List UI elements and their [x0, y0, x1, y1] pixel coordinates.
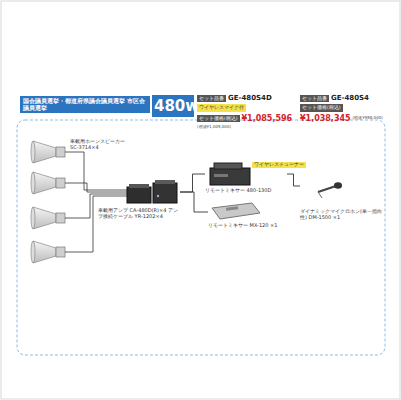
- node-text: 車載用アンプ CA-480D(R)×4 アンプ接続ケーブル YR-1202×4: [98, 207, 180, 219]
- node-text: リモートミキサー MX-120 ×1: [208, 222, 284, 228]
- text-row: リモートミキサー 480-130D: [205, 187, 287, 193]
- amplifier-box: 車載用アンプ CA-480D(R)×4 アンプ接続ケーブル YR-1202×4: [98, 180, 180, 219]
- controller-body: [212, 203, 260, 219]
- controller-knobs: [226, 206, 238, 210]
- device-tag: ワイヤレスチューナー: [252, 162, 306, 168]
- horn-speaker: [31, 241, 65, 263]
- wattage-box: 480w: [152, 95, 194, 117]
- text-row: セット品番GE-480S4D ワイヤレスマイク付: [197, 94, 297, 112]
- node-text: リモートミキサー 480-130D: [205, 187, 287, 193]
- remote-controller-unit: [212, 203, 260, 219]
- remote-box: リモートミキサー MX-120 ×1: [208, 200, 284, 228]
- speaker-label: 車載用ホーンスピーカー SC-3714×4: [70, 138, 132, 150]
- node-text: ダイナミックマイクロホン(単一指向性) DM-1500 ×1: [300, 208, 382, 220]
- amplifier-top: [129, 184, 149, 188]
- amplifier-top: [155, 180, 175, 184]
- system-frame: [17, 120, 385, 355]
- node-text: GE-480S4D: [228, 94, 272, 102]
- speaker-wire: [65, 183, 127, 192]
- horn-speaker: [31, 207, 65, 229]
- speaker-wires: [65, 152, 127, 252]
- amplifier-units: [127, 180, 177, 203]
- horn-speaker: [31, 172, 65, 194]
- node-text: (税抜¥958,000): [353, 116, 383, 121]
- text-row: セット価格(税込)¥1,085,596 (税抜¥1,005,000): [197, 114, 297, 130]
- signal-cable: [180, 174, 205, 192]
- amplifier-unit: [127, 187, 151, 203]
- mixer-top: [214, 163, 242, 169]
- node-text: セット品番: [197, 95, 226, 102]
- text-row: セット価格(税込) ¥1,038,345(税抜¥958,000): [300, 104, 384, 123]
- signal-cable: [180, 192, 208, 212]
- node-text: GE-480S4: [331, 94, 369, 102]
- text-row: セット品番GE-480S4: [300, 94, 384, 102]
- set-info: セット品番GE-480S4Dワイヤレスマイク付セット価格(税込)¥1,085,5…: [197, 94, 297, 132]
- text-row: 480w: [154, 97, 192, 115]
- horn-speakers: [31, 141, 65, 263]
- node-text: セット品番: [300, 95, 329, 102]
- node-text: (税抜¥1,005,000): [197, 125, 231, 130]
- election-band: 国会議員選挙・都道府県議会議員選挙 市区会議員選挙: [20, 96, 150, 113]
- speaker-wire: [65, 152, 127, 190]
- microphone: [318, 182, 342, 198]
- node-text: ワイヤレスマイク付: [197, 104, 246, 111]
- text-row: リモートミキサー MX-120 ×1: [208, 222, 284, 228]
- set-info: セット品番GE-480S4 セット価格(税込) ¥1,038,345(税抜¥958,…: [300, 94, 384, 125]
- horn-speaker: [31, 141, 65, 163]
- signal-cable: [287, 174, 300, 186]
- node-text: ¥1,038,345: [300, 114, 351, 124]
- mixer-body: [210, 168, 250, 185]
- text-row: 車載用アンプ CA-480D(R)×4 アンプ接続ケーブル YR-1202×4: [98, 207, 180, 219]
- node-text: 国会議員選挙・都道府県議会議員選挙 市区会議員選挙: [23, 98, 147, 111]
- microphone-box: ダイナミックマイクロホン(単一指向性) DM-1500 ×1: [300, 172, 382, 220]
- amplifier-unit: [153, 183, 177, 203]
- node-text: セット価格(税込): [197, 115, 240, 122]
- mixer-panel: [214, 174, 228, 177]
- speaker-wire: [65, 196, 127, 252]
- remote-mixer-unit: [210, 163, 250, 185]
- text-row: 車載用ホーンスピーカー SC-3714×4: [70, 138, 132, 150]
- node-text: 480w: [154, 97, 192, 115]
- text-row: 国会議員選挙・都道府県議会議員選挙 市区会議員選挙: [23, 98, 147, 111]
- amp-lamp: [157, 195, 159, 197]
- node-text: セット価格(税込): [300, 104, 343, 111]
- node-text: ¥1,085,596: [242, 114, 293, 124]
- node-text: 車載用ホーンスピーカー SC-3714×4: [70, 138, 132, 150]
- text-row: ダイナミックマイクロホン(単一指向性) DM-1500 ×1: [300, 208, 382, 220]
